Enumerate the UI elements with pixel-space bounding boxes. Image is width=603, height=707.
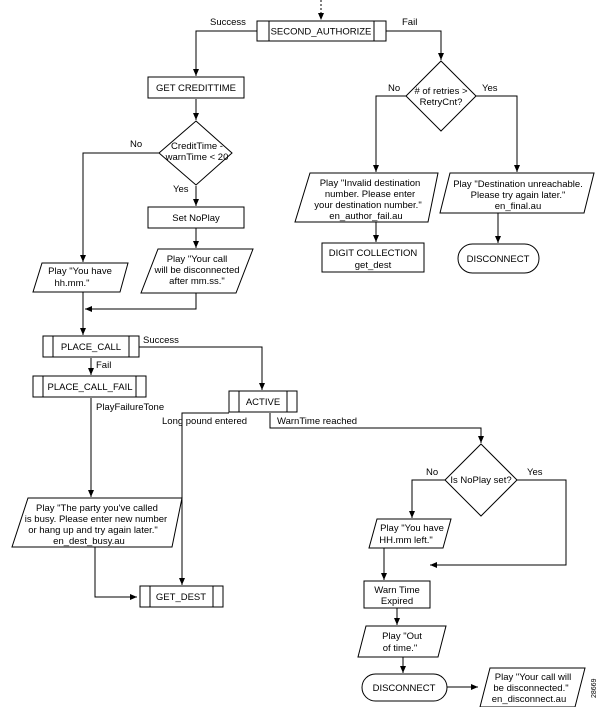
credittime-decision: CreditTime - warnTime < 20	[158, 120, 233, 186]
disconnect-top-node: DISCONNECT	[457, 243, 540, 274]
play-call-disconnected-line-3: en_disconnect.au	[492, 694, 566, 705]
connector-busy-getdest	[94, 547, 137, 600]
connector-active-warntime	[269, 413, 484, 443]
second-authorize-node: SECOND_AUTHORIZE	[256, 20, 387, 42]
get-credittime-label: GET CREDITTIME	[156, 83, 236, 94]
play-disconnected-after-node: Play "Your call will be disconnected aft…	[140, 248, 254, 294]
play-out-of-time-line-1: Play "Out	[382, 631, 422, 642]
play-invalid-destination-line-2: number. Please enter	[325, 189, 415, 200]
retries-decision-line-1: # of retries >	[414, 86, 468, 97]
connector-play-merge	[85, 293, 197, 312]
set-noplay-label: Set NoPlay	[172, 213, 220, 224]
play-destination-unreachable-line-2: Please try again later."	[471, 190, 566, 201]
place-call-label: PLACE_CALL	[61, 342, 121, 353]
second-authorize-label: SECOND_AUTHORIZE	[271, 27, 372, 38]
play-call-disconnected-node: Play "Your call will be disconnected." e…	[479, 667, 586, 707]
label-fail-placecall: Fail	[96, 360, 111, 371]
credittime-decision-line-2: warnTime < 20	[165, 152, 229, 163]
warn-time-expired-line-1: Warn Time	[374, 585, 420, 596]
retries-decision-line-2: RetryCnt?	[420, 97, 463, 108]
place-call-fail-label: PLACE_CALL_FAIL	[47, 382, 132, 393]
connector-noplay-yes	[430, 479, 567, 568]
play-you-have-left-line-1: Play "You have	[380, 523, 444, 534]
play-you-have-left-line-2: HH.mm left."	[379, 535, 433, 546]
play-out-of-time-node: Play "Out of time."	[357, 625, 447, 658]
get-credittime-node: GET CREDITTIME	[147, 76, 245, 99]
figure-id: 28669	[591, 678, 598, 698]
play-party-busy-line-4: en_dest_busy.au	[53, 536, 125, 547]
edge-labels: Success Fail No Yes No Yes Success Fail …	[96, 17, 543, 478]
place-call-fail-node: PLACE_CALL_FAIL	[32, 375, 147, 398]
play-destination-unreachable-line-3: en_final.au	[495, 201, 541, 212]
play-party-busy-line-2: is busy. Please enter new number	[25, 514, 167, 525]
label-warntime-reached: WarnTime reached	[277, 416, 357, 427]
label-fail-top: Fail	[402, 17, 417, 28]
play-invalid-destination-line-1: Play "Invalid destination	[320, 178, 421, 189]
connector-retries-no	[373, 95, 406, 172]
play-disconnected-after-line-1: Play "Your call	[167, 254, 228, 265]
set-noplay-node: Set NoPlay	[147, 206, 245, 229]
play-out-of-time-line-2: of time."	[383, 643, 418, 654]
play-party-busy-line-1: Play "The party you've called	[36, 503, 158, 514]
connector-noplay-no	[409, 479, 445, 518]
play-disconnected-after-line-2: will be disconnected	[153, 265, 239, 276]
connector-fail-retries	[386, 30, 444, 60]
noplay-decision: Is NoPlay set?	[444, 443, 518, 517]
play-destination-unreachable-line-1: Play "Destination unreachable.	[453, 179, 583, 190]
label-no-retries: No	[388, 83, 400, 94]
play-you-have-hhmm-line-1: Play "You have	[48, 266, 112, 277]
play-party-busy-line-3: or hang up and try again later."	[28, 525, 158, 536]
connector-retries-yes	[476, 95, 520, 172]
disconnect-bottom-node: DISCONNECT	[361, 673, 448, 702]
label-yes-credittime: Yes	[173, 184, 189, 195]
active-label: ACTIVE	[246, 397, 280, 408]
disconnect-bottom-label: DISCONNECT	[373, 683, 436, 694]
get-dest-label: GET_DEST	[156, 592, 206, 603]
label-success-placecall: Success	[143, 335, 179, 346]
connector-placecall-success	[139, 346, 265, 390]
connectors	[80, 0, 567, 690]
play-you-have-left-node: Play "You have HH.mm left."	[368, 518, 452, 549]
play-call-disconnected-line-1: Play "Your call will	[495, 672, 571, 683]
get-dest-node: GET_DEST	[139, 585, 224, 608]
label-yes-noplay: Yes	[527, 467, 543, 478]
connector-success-getcredittime	[193, 30, 257, 76]
label-no-noplay: No	[426, 467, 438, 478]
active-node: ACTIVE	[228, 390, 298, 413]
digit-collection-line-2: get_dest	[355, 260, 392, 271]
play-you-have-hhmm-node: Play "You have hh.mm."	[32, 262, 129, 293]
play-party-busy-node: Play "The party you've called is busy. P…	[11, 497, 183, 548]
digit-collection-line-1: DIGIT COLLECTION	[329, 248, 418, 259]
label-yes-retries: Yes	[482, 83, 498, 94]
disconnect-top-label: DISCONNECT	[467, 254, 530, 265]
connector-active-longpound	[179, 412, 229, 585]
digit-collection-node: DIGIT COLLECTION get_dest	[321, 242, 425, 273]
credittime-decision-line-1: CreditTime -	[171, 141, 223, 152]
play-invalid-destination-line-4: en_author_fail.au	[329, 211, 402, 222]
play-destination-unreachable-node: Play "Destination unreachable. Please tr…	[439, 172, 595, 214]
warn-time-expired-node: Warn Time Expired	[363, 580, 431, 609]
label-play-failure-tone: PlayFailureTone	[96, 402, 164, 413]
label-no-credittime: No	[130, 139, 142, 150]
retries-decision: # of retries > RetryCnt?	[405, 60, 477, 132]
place-call-node: PLACE_CALL	[42, 335, 140, 358]
warn-time-expired-line-2: Expired	[381, 596, 413, 607]
play-you-have-hhmm-line-2: hh.mm."	[54, 278, 89, 289]
noplay-decision-label: Is NoPlay set?	[450, 475, 511, 486]
label-success-top: Success	[210, 17, 246, 28]
label-long-pound-entered: Long pound entered	[162, 416, 247, 427]
play-disconnected-after-line-3: after mm.ss."	[169, 276, 225, 287]
play-invalid-destination-line-3: your destination number."	[314, 200, 421, 211]
connector-credit-no	[80, 152, 159, 262]
play-invalid-destination-node: Play "Invalid destination number. Please…	[294, 172, 439, 223]
play-call-disconnected-line-2: be disconnected."	[493, 683, 568, 694]
